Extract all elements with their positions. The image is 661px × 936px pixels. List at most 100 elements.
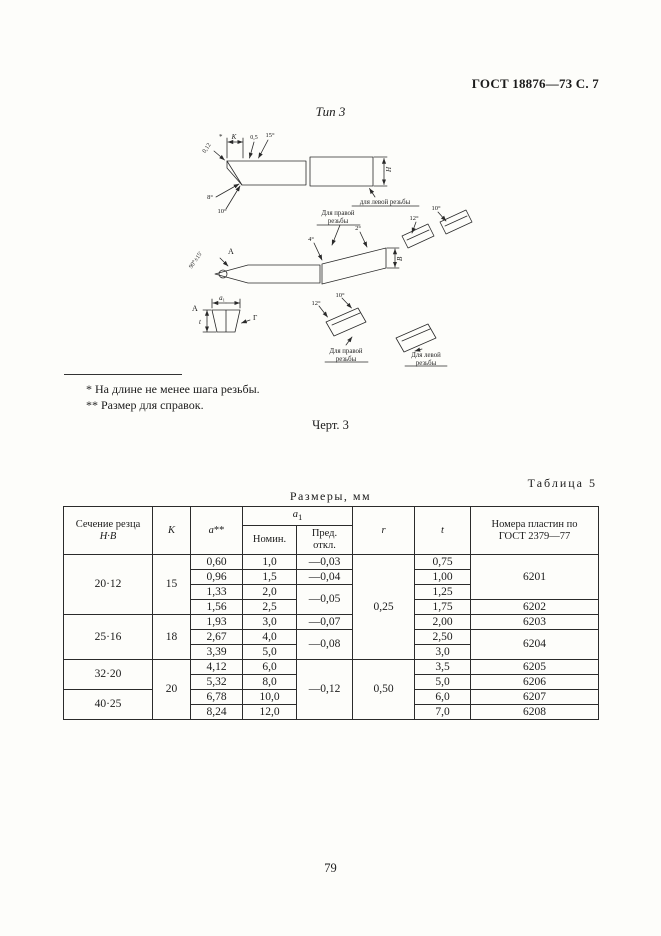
section-trapezoid — [211, 309, 241, 333]
angle15-leader — [258, 139, 269, 159]
cell-k: 18 — [152, 614, 191, 661]
angle12-label: 12° — [409, 215, 419, 222]
dimensions-table: Сечение резца Н·В К a** a1 r t Номера пл… — [63, 505, 599, 721]
angle8-label: 8° — [207, 194, 213, 201]
t-extension-lines — [202, 309, 217, 333]
cell-section: 40·25 — [63, 689, 153, 721]
cell-t: 5,0 — [414, 674, 471, 691]
bottom-right-thread-leader — [345, 336, 353, 346]
angle15-label: 15° — [265, 132, 275, 139]
tool-drawing-svg: * K 0,12 0,5 15° H 8° 10° для левой резь… — [188, 132, 473, 367]
cell-t: 1,25 — [414, 584, 471, 601]
chamfer-leader — [213, 150, 225, 161]
cell-r: 0,50 — [352, 659, 415, 721]
table-row: 1,33 2,0 —0,05 1,25 — [64, 584, 599, 616]
technical-drawing: * K 0,12 0,5 15° H 8° 10° для левой резь… — [170, 124, 500, 374]
nose-outline — [214, 264, 321, 284]
cell-plate: 6207 — [470, 689, 599, 706]
angle10b-leader — [437, 211, 447, 222]
cell-nom: 2,5 — [242, 599, 297, 616]
h-dim-label: H — [385, 166, 393, 173]
left-thread-leader — [369, 188, 376, 198]
insert-bottom-right-thread — [325, 307, 367, 337]
angle10-leader — [225, 185, 241, 210]
header-k: К — [152, 505, 191, 556]
cell-plate: 6206 — [470, 674, 599, 691]
cell-plate: 6208 — [470, 704, 599, 721]
header-a1: a1 — [242, 505, 353, 527]
cell-dev: —0,03 — [296, 554, 353, 571]
header-t: t — [414, 505, 471, 556]
table-row: 8,24 12,0 7,0 6208 — [64, 704, 599, 721]
table-row: 20·12 15 0,60 1,0 —0,03 0,25 0,75 6201 — [63, 554, 599, 661]
b-dim-label: В — [396, 256, 404, 261]
insert-left-thread — [439, 209, 473, 235]
a1-base: a — [219, 294, 223, 302]
bottom-right-thread-line2: резьбы — [336, 356, 357, 363]
view-g-label: Г — [253, 313, 258, 322]
header-r: r — [352, 505, 415, 556]
t-dim-label: t — [199, 318, 202, 326]
right-thread-leader — [331, 224, 341, 246]
cell-dev: —0,05 — [296, 584, 353, 616]
footnote-rule — [64, 374, 182, 375]
header-a: a** — [190, 505, 243, 556]
header-nominal: Номин. — [242, 525, 297, 556]
cell-section: 20·12 — [63, 554, 153, 616]
figure-type-label: Тип 3 — [315, 104, 346, 119]
angle10b-label: 10° — [431, 205, 441, 212]
cell-nom: 4,0 — [242, 629, 297, 646]
cell-plate: 6205 — [470, 659, 599, 676]
angle10-section-leader — [341, 297, 352, 309]
angle10-section-label: 10° — [335, 292, 345, 299]
table-title: Размеры, мм — [289, 489, 372, 503]
cell-nom: 10,0 — [242, 689, 297, 706]
left-thread-inline-label: для левой резьбы — [360, 199, 411, 206]
angle90-label: 90°±15' — [188, 250, 205, 269]
drawing-lines — [202, 137, 473, 367]
header-section: Сечение резца Н·В — [63, 505, 153, 556]
cell-plate: 6203 — [470, 614, 599, 631]
cell-section: 25·16 — [63, 614, 153, 661]
cell-plate: 6204 — [470, 629, 599, 661]
star-mark: * — [219, 133, 223, 141]
insert-bottom-left-thread — [395, 323, 437, 353]
table-row: 40·25 6,78 10,0 6,0 6207 — [63, 689, 599, 721]
cell-t: 0,75 — [414, 554, 471, 571]
cell-dev: —0,12 — [296, 659, 353, 721]
angle12-section-leader — [318, 305, 328, 318]
cell-dev: —0,04 — [296, 569, 353, 586]
table-row: 0,96 1,5 —0,04 1,00 — [64, 569, 599, 586]
table-row: 25·16 18 1,93 3,0 —0,07 2,00 6203 — [63, 614, 599, 661]
right-thread-label-line1: Для правой — [321, 210, 354, 217]
a1-dim-label: a1 — [219, 294, 226, 303]
cell-nom: 12,0 — [242, 704, 297, 721]
page-header: ГОСТ 18876—73 С. 7 — [471, 76, 599, 91]
cell-t: 6,0 — [414, 689, 471, 706]
cell-t: 3,5 — [414, 659, 471, 676]
cell-plate: 6202 — [470, 599, 599, 616]
view-a-plan-label: А — [228, 247, 234, 256]
angled-shank — [321, 247, 387, 285]
insert-right-thread — [401, 223, 435, 249]
cell-nom: 6,0 — [242, 659, 297, 676]
angle12-section-label: 12° — [311, 300, 321, 307]
cell-nom: 2,0 — [242, 584, 297, 601]
bottom-left-thread-line1: Для левой — [411, 352, 441, 359]
cell-t: 1,00 — [414, 569, 471, 586]
tool-shank — [309, 156, 374, 187]
cell-nom: 5,0 — [242, 644, 297, 661]
header-section-line2: Н·В — [99, 530, 117, 542]
cell-t: 2,00 — [414, 614, 471, 631]
cell-a: 2,67 — [190, 629, 243, 646]
chamfer-label: 0,12 — [202, 142, 213, 154]
cell-a: 3,39 — [190, 644, 243, 661]
cell-t: 3,0 — [414, 644, 471, 661]
cell-r: 0,25 — [352, 554, 415, 661]
cell-k: 15 — [152, 554, 191, 616]
header-plates: Номера пластин по ГОСТ 2379—77 — [470, 505, 599, 556]
tool-head-outline — [226, 160, 307, 186]
bottom-right-thread-line1: Для правой — [329, 348, 362, 355]
cell-a: 0,60 — [190, 554, 243, 571]
